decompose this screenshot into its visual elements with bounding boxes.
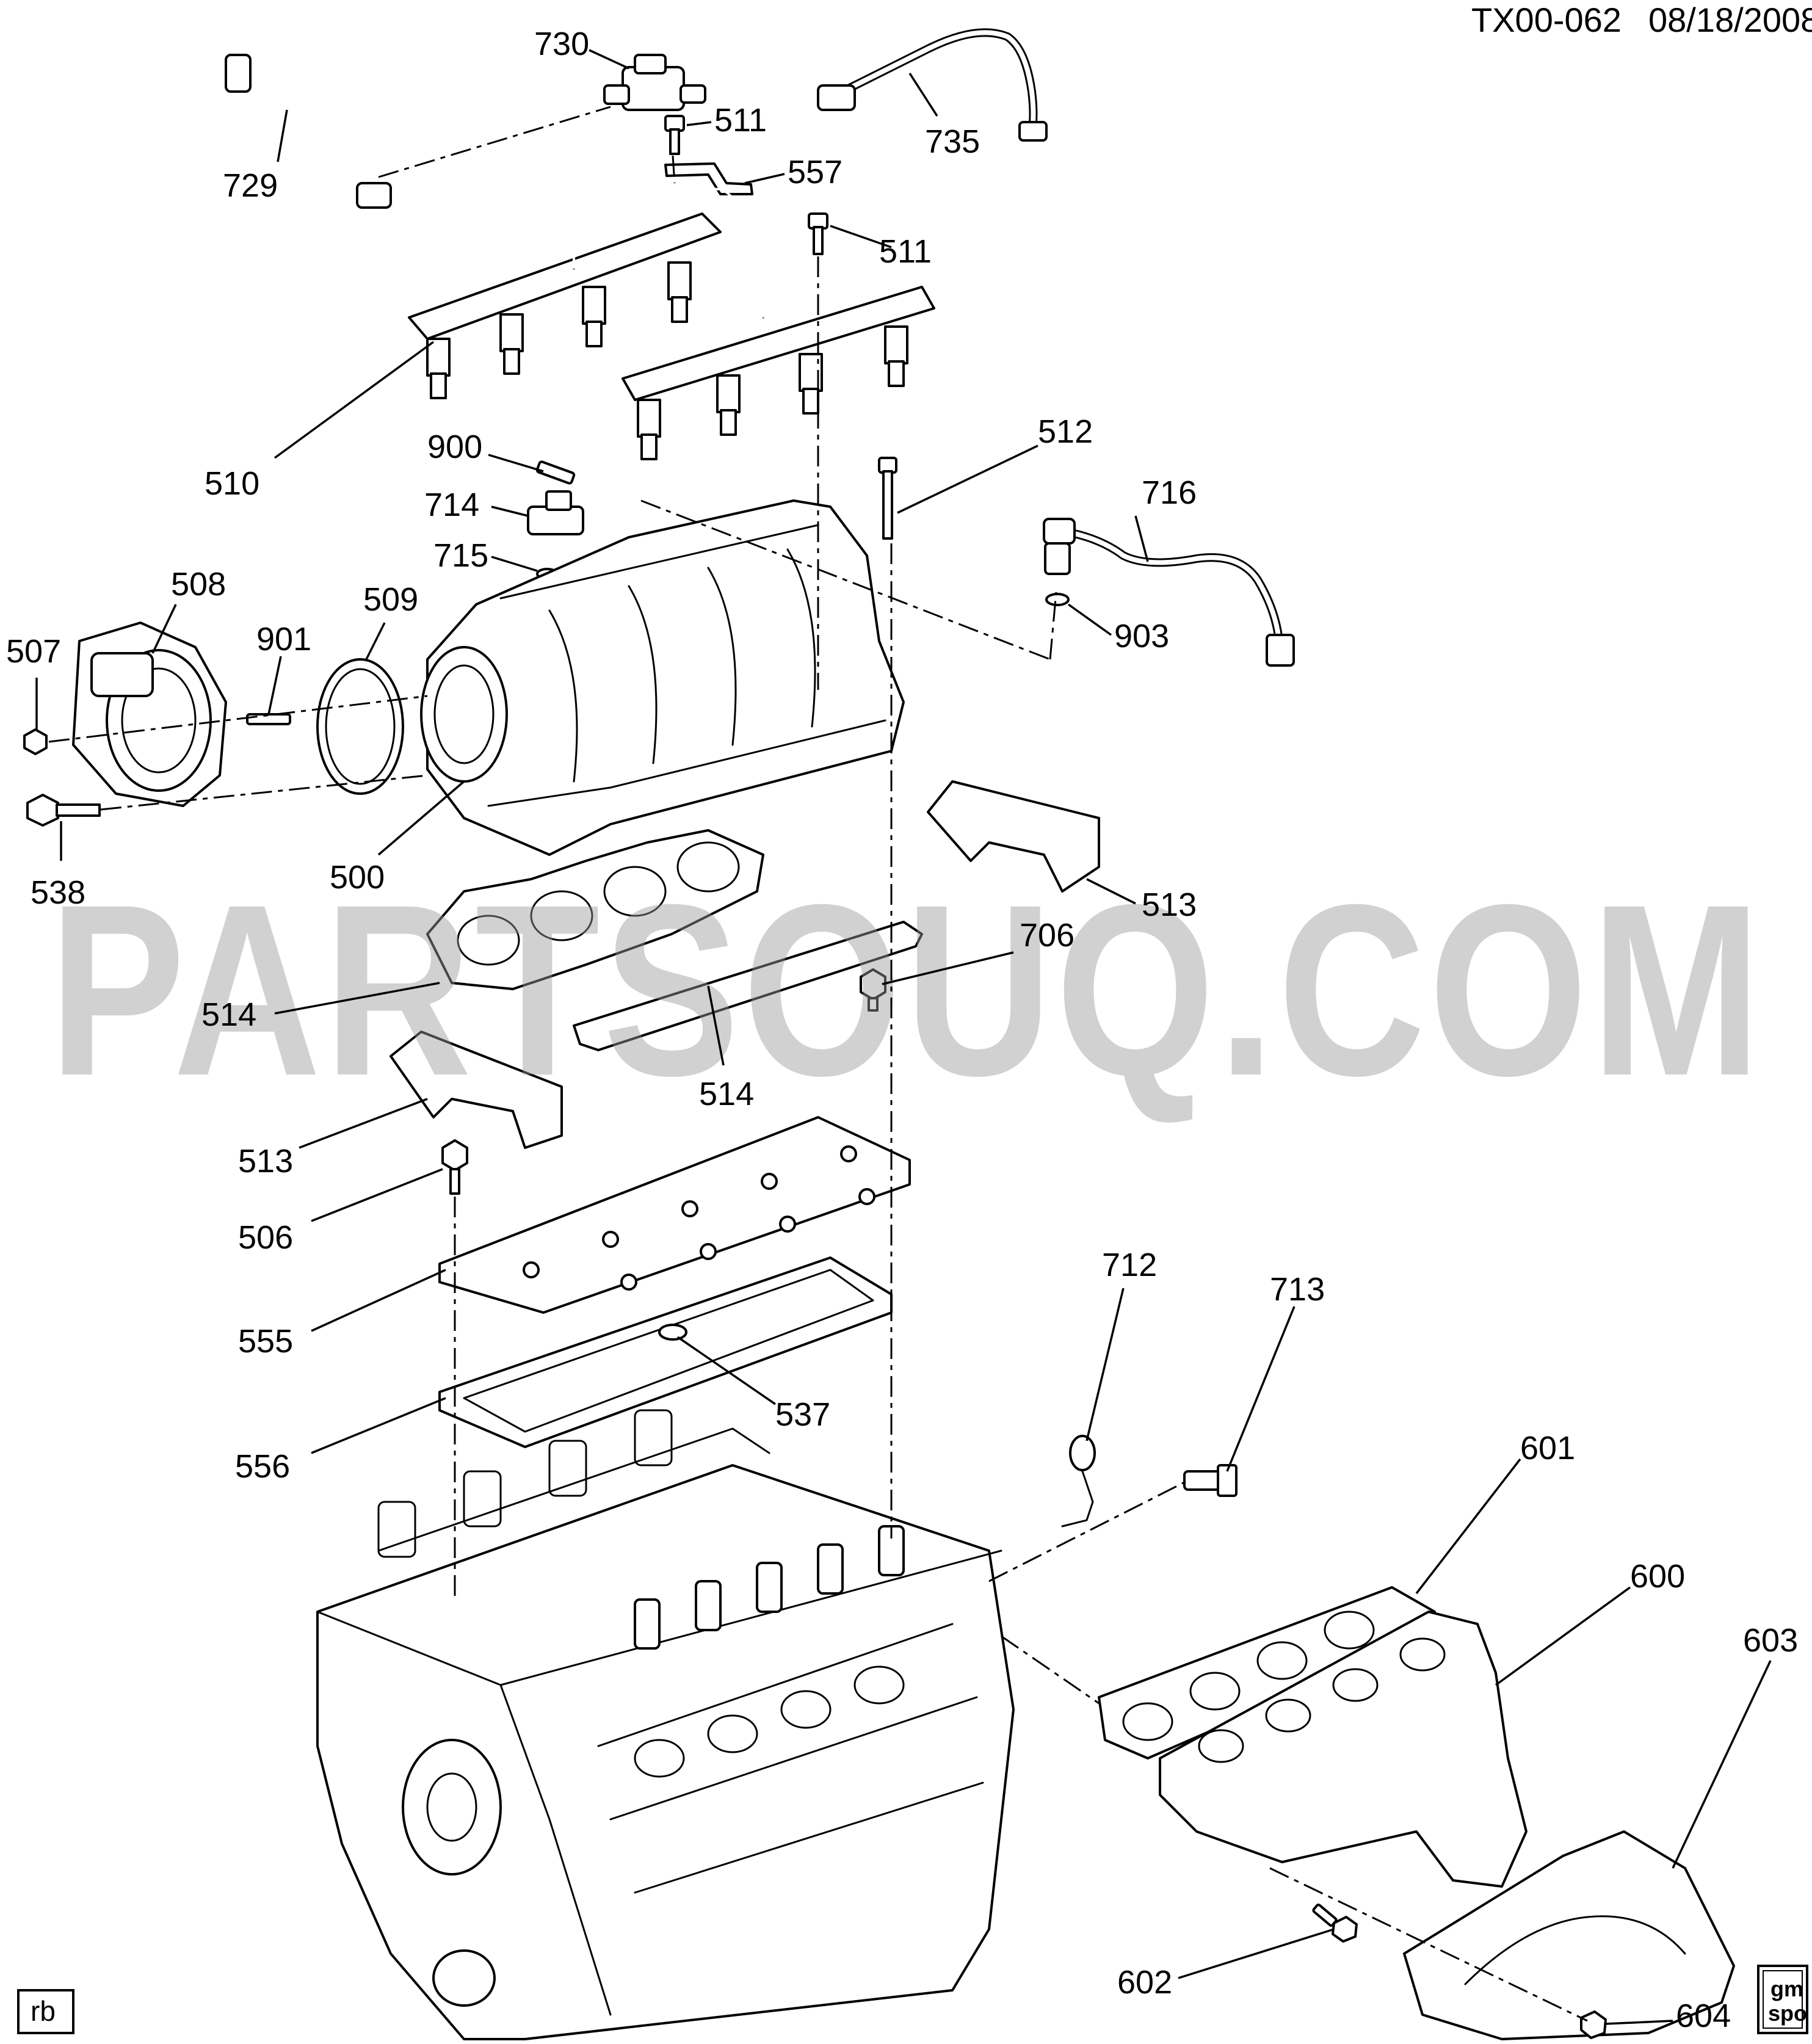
callout-602: 602 — [1117, 1964, 1172, 2001]
part-706-bolt[interactable] — [860, 968, 886, 1012]
callout-714: 714 — [424, 487, 479, 523]
callout-713: 713 — [1270, 1271, 1325, 1308]
part-555-valley-cover[interactable] — [438, 1116, 911, 1314]
callout-706: 706 — [1020, 917, 1075, 954]
callout-500: 500 — [330, 859, 385, 896]
callout-603: 603 — [1743, 1622, 1798, 1659]
callout-555: 555 — [238, 1323, 293, 1360]
callout-556: 556 — [235, 1448, 290, 1485]
callout-507: 507 — [6, 633, 61, 670]
part-507-nut[interactable] — [23, 728, 48, 755]
callout-557: 557 — [788, 154, 843, 190]
part-900-connector[interactable] — [535, 460, 576, 485]
diagram-date: 08/18/2008 — [1648, 1, 1812, 39]
callout-715: 715 — [433, 537, 488, 574]
callout-512: 512 — [1038, 413, 1093, 450]
part-602-bolt[interactable] — [1312, 1904, 1358, 1943]
part-713-bolt[interactable] — [1183, 1464, 1238, 1497]
engine-block — [316, 1409, 1015, 2040]
part-730-solenoid[interactable] — [603, 54, 706, 111]
part-537-seal[interactable] — [658, 1324, 687, 1341]
callout-538: 538 — [31, 874, 85, 911]
part-510-fuel-rail[interactable] — [408, 181, 935, 460]
svg-text:rb: rb — [31, 1995, 56, 2027]
part-513-insulator-a[interactable] — [927, 780, 1100, 893]
part-511-bolt-b[interactable] — [808, 212, 828, 255]
part-513-insulator-b[interactable] — [390, 1031, 563, 1149]
callout-513-b: 513 — [238, 1143, 293, 1180]
part-514-gasket-a[interactable] — [426, 829, 764, 990]
callout-509: 509 — [363, 581, 418, 618]
callout-903: 903 — [1114, 618, 1169, 654]
callout-labels: 730 729 735 511 557 511 510 512 900 714 … — [6, 26, 1798, 2034]
diagram-code: TX00-062 — [1471, 1, 1622, 39]
callout-506: 506 — [238, 1219, 293, 1256]
assembly-lines — [48, 106, 1588, 2022]
callout-729: 729 — [223, 167, 278, 204]
part-514-gasket-b[interactable] — [573, 921, 923, 1051]
callout-900: 900 — [427, 429, 482, 465]
part-508-throttle-body[interactable] — [72, 622, 227, 807]
part-903-o-ring[interactable] — [1045, 593, 1070, 606]
part-538-bolt[interactable] — [26, 794, 101, 827]
part-714-map-sensor[interactable] — [527, 490, 584, 535]
part-735-hose[interactable] — [817, 28, 1048, 142]
callout-730: 730 — [534, 26, 589, 62]
callout-537: 537 — [775, 1396, 830, 1433]
callout-712: 712 — [1102, 1247, 1157, 1283]
callout-901: 901 — [256, 621, 311, 658]
callout-735: 735 — [925, 123, 980, 160]
part-500-intake-manifold[interactable] — [420, 499, 905, 856]
part-512-stud[interactable] — [878, 457, 897, 540]
callout-511-b: 511 — [879, 233, 932, 270]
part-557-bracket[interactable] — [664, 162, 753, 195]
callout-513-a: 513 — [1142, 886, 1197, 923]
part-600-exhaust-manifold[interactable] — [1159, 1611, 1528, 1888]
part-603-heat-shield[interactable] — [1403, 1830, 1735, 2040]
callout-514-a: 514 — [201, 996, 256, 1033]
callout-601: 601 — [1520, 1430, 1575, 1466]
callout-604: 604 — [1676, 1998, 1731, 2034]
part-729-hose[interactable] — [225, 54, 392, 209]
part-511-bolt-a[interactable] — [664, 115, 685, 155]
callout-510: 510 — [205, 465, 259, 502]
callout-514-b: 514 — [699, 1076, 754, 1112]
watermark: PARTSOUQ.COM — [49, 853, 1764, 1126]
svg-text:spo: spo — [1768, 2001, 1807, 2026]
callout-600: 600 — [1630, 1558, 1685, 1595]
rb-badge: rb — [17, 1989, 74, 2034]
part-506-bolt[interactable] — [441, 1139, 468, 1195]
callout-508: 508 — [171, 566, 226, 603]
callout-716: 716 — [1142, 474, 1197, 511]
callout-511-a: 511 — [714, 102, 767, 139]
part-716-harness[interactable] — [1043, 518, 1295, 667]
part-712-bracket[interactable] — [1061, 1435, 1096, 1528]
leader-lines — [35, 49, 1772, 2025]
gm-spo-logo: gm spo — [1757, 1965, 1808, 2034]
part-509-throttle-gasket[interactable] — [316, 658, 404, 795]
svg-text:gm: gm — [1770, 1976, 1803, 2001]
part-901-stud[interactable] — [246, 713, 291, 725]
part-604-bolt[interactable] — [1580, 2010, 1607, 2039]
